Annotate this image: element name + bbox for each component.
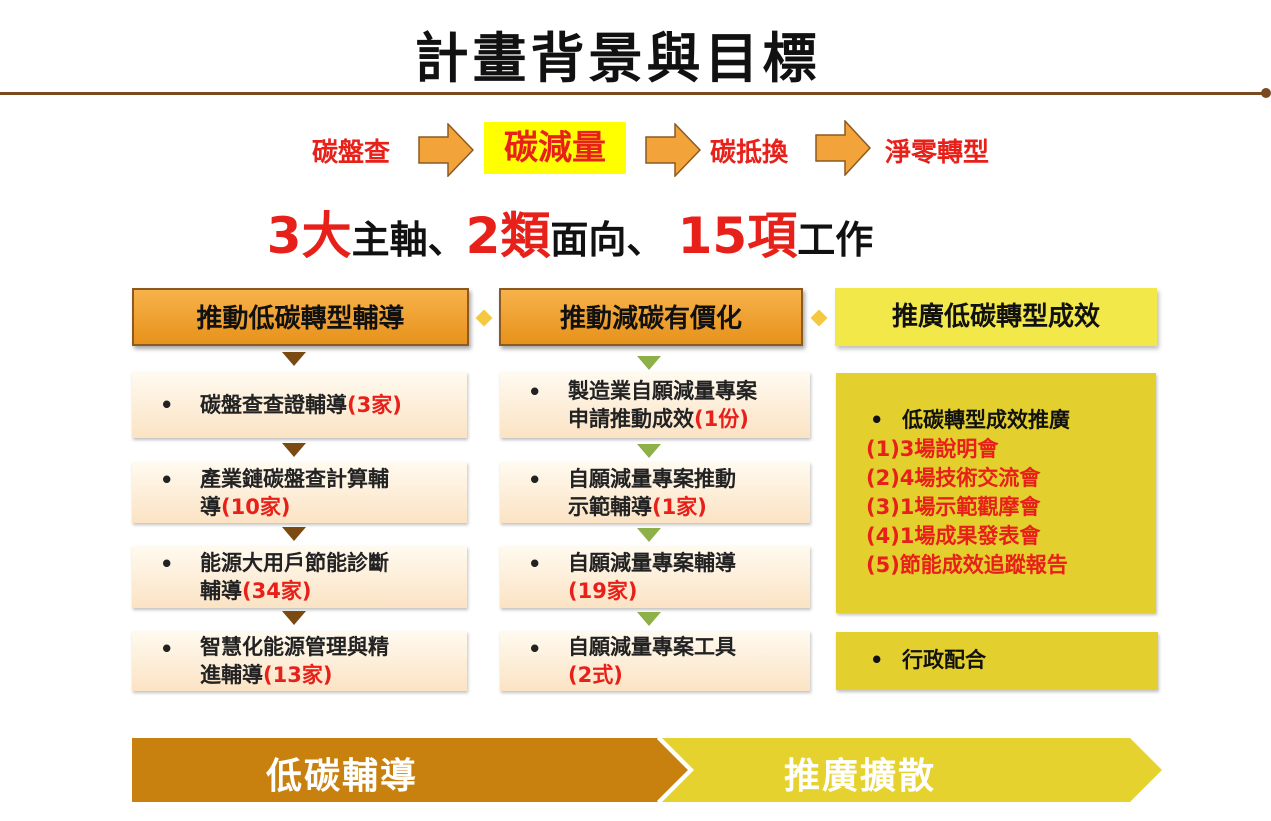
bullet: • (528, 552, 542, 576)
chevron-low-carbon (132, 738, 690, 802)
bullet: • (870, 408, 884, 432)
bottom-chevron-bar (132, 736, 1162, 804)
bullet: • (160, 637, 174, 661)
headline-text-1: 主軸、 (351, 218, 466, 262)
task-box: • 智慧化能源管理與精進輔導(13家) (132, 631, 467, 691)
column-header-promotion: 推廣低碳轉型成效 (835, 288, 1157, 346)
task-count: (34家) (242, 579, 312, 603)
headline-word-3: 項 (747, 207, 798, 265)
task-line: 進輔導 (200, 663, 263, 687)
bullet: • (528, 637, 542, 661)
task-box: • 自願減量專案推動示範輔導(1家) (500, 462, 810, 523)
headline-num-2: 2 (465, 207, 501, 265)
task-count: (1份) (694, 407, 749, 431)
task-text: 碳盤查查證輔導(3家) (200, 391, 457, 419)
connector-diamond-2 (810, 309, 828, 327)
promotion-item: (1)3場說明會 (866, 437, 999, 461)
task-box: • 自願減量專案工具 (2式) (500, 631, 810, 691)
task-line: 申請推動成效 (568, 407, 694, 431)
task-count: (19家) (568, 579, 638, 603)
title-divider (0, 92, 1264, 95)
flow-step-carbon-offset: 碳抵換 (710, 138, 789, 168)
flow-arrow-1 (418, 123, 474, 177)
bottom-label-promotion: 推廣擴散 (783, 756, 936, 797)
down-arrow (282, 352, 306, 366)
promotion-item: (2)4場技術交流會 (866, 466, 1041, 490)
chevron-promotion (662, 738, 1162, 802)
task-line: 自願減量專案工具 (568, 635, 736, 659)
bullet: • (870, 648, 884, 672)
column-header-low-carbon-guidance: 推動低碳轉型輔導 (132, 288, 469, 346)
flow-step-net-zero: 淨零轉型 (885, 138, 990, 168)
task-count: (3家) (347, 393, 402, 417)
task-line: 碳盤查查證輔導 (200, 393, 347, 417)
headline-text-3: 工作 (797, 218, 874, 262)
task-line: 製造業自願減量專案 (568, 379, 757, 403)
headline-num-1: 3 (266, 207, 302, 265)
headline-num-3: 15 (677, 207, 748, 265)
promotion-item: (5)節能成效追蹤報告 (866, 553, 1068, 577)
down-arrow (637, 444, 661, 458)
promotion-item: (4)1場成果發表會 (866, 524, 1041, 548)
headline-text-2: 面向、 (550, 218, 665, 262)
task-line: 輔導 (200, 579, 242, 603)
task-line: 自願減量專案推動 (568, 467, 736, 491)
connector-diamond-1 (475, 309, 493, 327)
task-text: 自願減量專案工具 (2式) (568, 633, 800, 689)
promotion-title: 低碳轉型成效推廣 (902, 408, 1070, 432)
task-text: 能源大用戶節能診斷輔導(34家) (200, 549, 457, 605)
task-count: (2式) (568, 663, 623, 687)
flow-step-carbon-inventory: 碳盤查 (312, 138, 391, 168)
bullet: • (160, 468, 174, 492)
task-count: (1家) (652, 495, 707, 519)
headline: 3大主軸、2類面向、 15項工作 (0, 196, 1220, 268)
page-title: 計畫背景與目標 (414, 27, 821, 90)
task-count: (10家) (221, 495, 291, 519)
down-arrow (637, 528, 661, 542)
task-box: • 碳盤查查證輔導(3家) (132, 372, 467, 438)
bullet: • (160, 393, 174, 417)
down-arrow (637, 612, 661, 626)
admin-box: • 行政配合 (836, 632, 1158, 690)
task-text: 自願減量專案推動示範輔導(1家) (568, 465, 800, 521)
bullet: • (160, 552, 174, 576)
task-box: • 製造業自願減量專案申請推動成效(1份) (500, 372, 810, 438)
task-text: 製造業自願減量專案申請推動成效(1份) (568, 377, 800, 433)
task-line: 產業鏈碳盤查計算輔 (200, 467, 389, 491)
down-arrow (282, 527, 306, 541)
task-box: • 能源大用戶節能診斷輔導(34家) (132, 546, 467, 608)
bullet: • (528, 380, 542, 404)
task-line: 自願減量專案輔導 (568, 551, 736, 575)
flow-step-carbon-reduction: 碳減量 (484, 122, 626, 174)
task-text: 自願減量專案輔導 (19家) (568, 549, 800, 605)
task-count: (13家) (263, 663, 333, 687)
task-box: • 自願減量專案輔導 (19家) (500, 546, 810, 608)
admin-title: 行政配合 (902, 648, 986, 672)
promotion-box: • 低碳轉型成效推廣 (1)3場說明會 (2)4場技術交流會 (3)1場示範觀摩… (836, 373, 1156, 613)
column-header-carbon-value: 推動減碳有價化 (499, 288, 803, 346)
divider-end-dot (1261, 88, 1271, 98)
task-line: 能源大用戶節能診斷 (200, 551, 389, 575)
task-text: 智慧化能源管理與精進輔導(13家) (200, 633, 457, 689)
headline-word-1: 大 (301, 207, 352, 265)
headline-word-2: 類 (500, 207, 551, 265)
down-arrow (282, 443, 306, 457)
bullet: • (528, 468, 542, 492)
down-arrow (637, 356, 661, 370)
task-text: 產業鏈碳盤查計算輔導(10家) (200, 465, 457, 521)
promotion-list: (1)3場說明會 (2)4場技術交流會 (3)1場示範觀摩會 (4)1場成果發表… (866, 435, 1068, 580)
task-box: • 產業鏈碳盤查計算輔導(10家) (132, 462, 467, 523)
task-line: 智慧化能源管理與精 (200, 635, 389, 659)
task-line: 示範輔導 (568, 495, 652, 519)
bottom-label-low-carbon: 低碳輔導 (265, 756, 418, 797)
flow-arrow-2 (645, 123, 701, 177)
down-arrow (282, 611, 306, 625)
promotion-item: (3)1場示範觀摩會 (866, 495, 1041, 519)
flow-arrow-3 (815, 120, 871, 176)
task-line: 導 (200, 495, 221, 519)
